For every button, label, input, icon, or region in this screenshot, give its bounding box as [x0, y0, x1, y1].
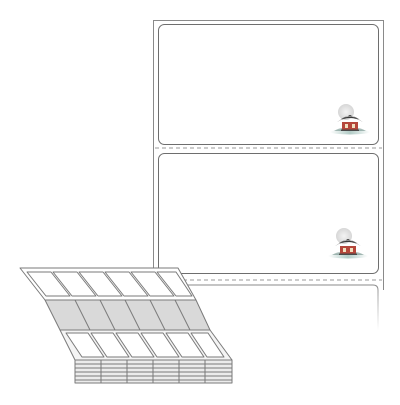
stack-top-face — [59, 329, 233, 361]
pagoda-pavilion-icon — [330, 104, 370, 135]
stack-layers — [74, 359, 233, 384]
label-1 — [158, 24, 379, 145]
rising-fold — [44, 299, 211, 331]
label-2-outline — [158, 153, 379, 274]
upper-strip — [19, 267, 197, 301]
fanfold-stack — [19, 267, 233, 384]
label-2 — [158, 153, 379, 274]
label-1-outline — [158, 24, 379, 145]
pagoda-pavilion-icon — [328, 228, 368, 259]
